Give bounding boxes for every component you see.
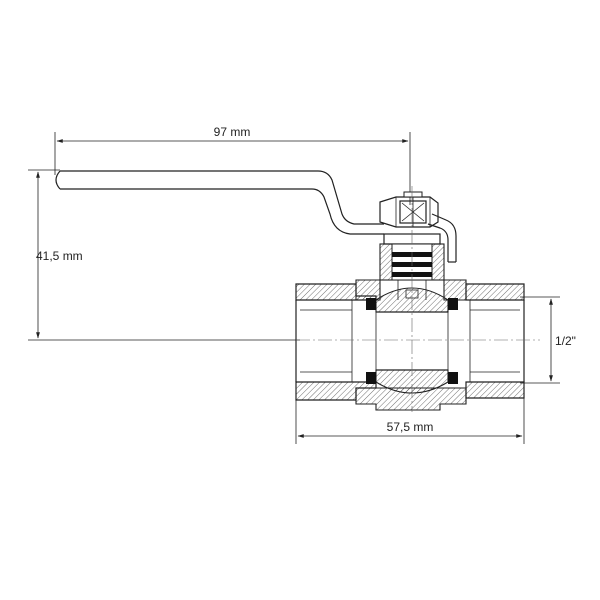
dim-thread-size: 1/2": [520, 296, 576, 384]
valve-body: [295, 279, 525, 411]
dim-body-length-label: 57,5 mm: [387, 420, 434, 434]
dim-height-label: 41,5 mm: [36, 249, 83, 263]
dim-handle-length-label: 97 mm: [214, 125, 251, 139]
dim-height: 41,5 mm: [28, 169, 300, 341]
dim-handle-length: 97 mm: [54, 125, 411, 205]
handle-lever: [55, 170, 457, 263]
dim-thread-size-label: 1/2": [555, 334, 576, 348]
seats: [366, 298, 458, 384]
stem-nut: [379, 191, 439, 228]
dim-body-length: 57,5 mm: [295, 395, 525, 444]
